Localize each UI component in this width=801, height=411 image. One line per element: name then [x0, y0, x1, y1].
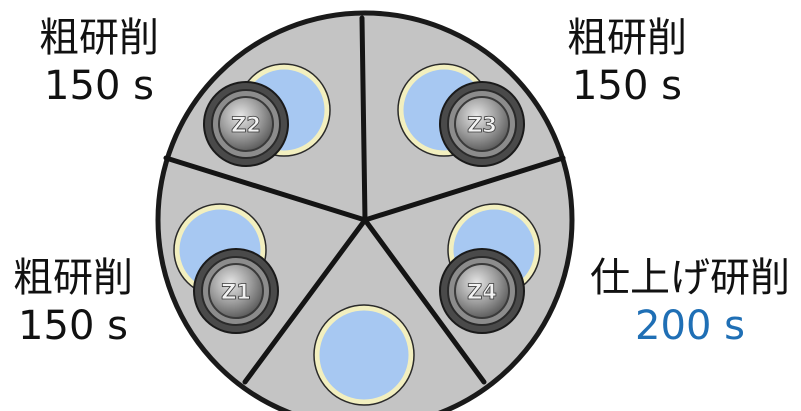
process-name: 粗研削 — [567, 15, 687, 61]
process-name: 粗研削 — [13, 255, 133, 301]
divider-right — [362, 155, 566, 223]
process-name: 粗研削 — [39, 15, 159, 61]
process-name: 仕上げ研削 — [590, 255, 790, 301]
process-time-finish: 200 s — [635, 303, 745, 349]
divider-top — [359, 15, 368, 223]
station-label-bottom-left: 粗研削 150 s — [0, 254, 146, 350]
head-label-z2: Z2 — [231, 113, 261, 137]
grinding-head-z3: Z3 — [439, 81, 525, 167]
head-label-z4: Z4 — [467, 280, 497, 304]
grinding-head-z1: Z1 — [193, 248, 279, 334]
divider-bottom-right — [362, 217, 487, 385]
grinding-head-z2: Z2 — [203, 81, 289, 167]
process-time: 150 s — [572, 63, 682, 109]
divider-bottom-left — [242, 217, 368, 385]
wafer-load-station-outline — [313, 304, 415, 406]
sector-dividers — [163, 15, 566, 385]
head-label-z1: Z1 — [221, 280, 251, 304]
process-time: 150 s — [44, 63, 154, 109]
station-label-top-right: 粗研削 150 s — [552, 14, 702, 110]
process-time: 150 s — [18, 303, 128, 349]
head-label-z3: Z3 — [467, 113, 497, 137]
station-label-top-left: 粗研削 150 s — [24, 14, 174, 110]
grinding-head-z4: Z4 — [439, 248, 525, 334]
wafer-load-station — [314, 305, 414, 405]
divider-left — [163, 155, 368, 223]
station-label-bottom-right: 仕上げ研削 200 s — [584, 254, 796, 350]
